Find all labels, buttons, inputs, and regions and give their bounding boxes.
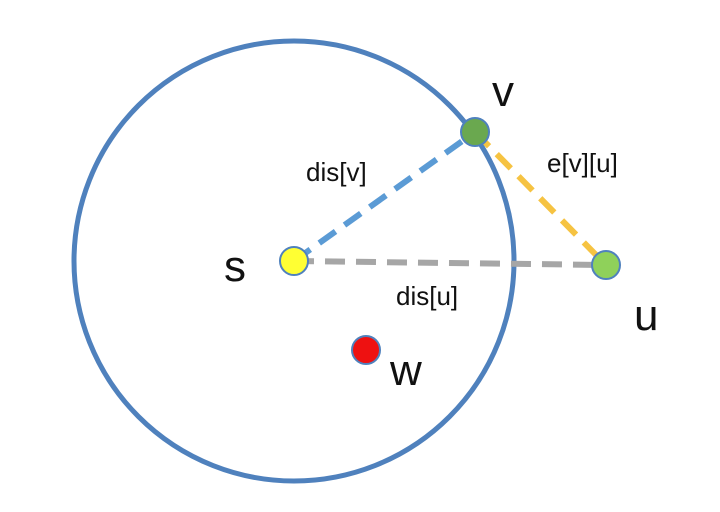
edge-v-to-u-label: e[v][u]	[547, 148, 618, 178]
edge-s-to-u	[293, 258, 607, 268]
edge-s-to-u-label: dis[u]	[396, 281, 458, 311]
node-u	[591, 250, 621, 280]
node-u-label: u	[634, 291, 658, 340]
node-v-label: v	[492, 67, 514, 116]
node-w-label: w	[389, 346, 422, 395]
edge-s-to-v	[292, 129, 477, 264]
node-v	[460, 117, 490, 147]
node-w	[351, 335, 381, 365]
edge-v-to-u	[472, 129, 609, 268]
node-s	[279, 246, 309, 276]
node-s-label: s	[224, 242, 246, 291]
edge-s-to-v-label: dis[v]	[306, 157, 367, 187]
